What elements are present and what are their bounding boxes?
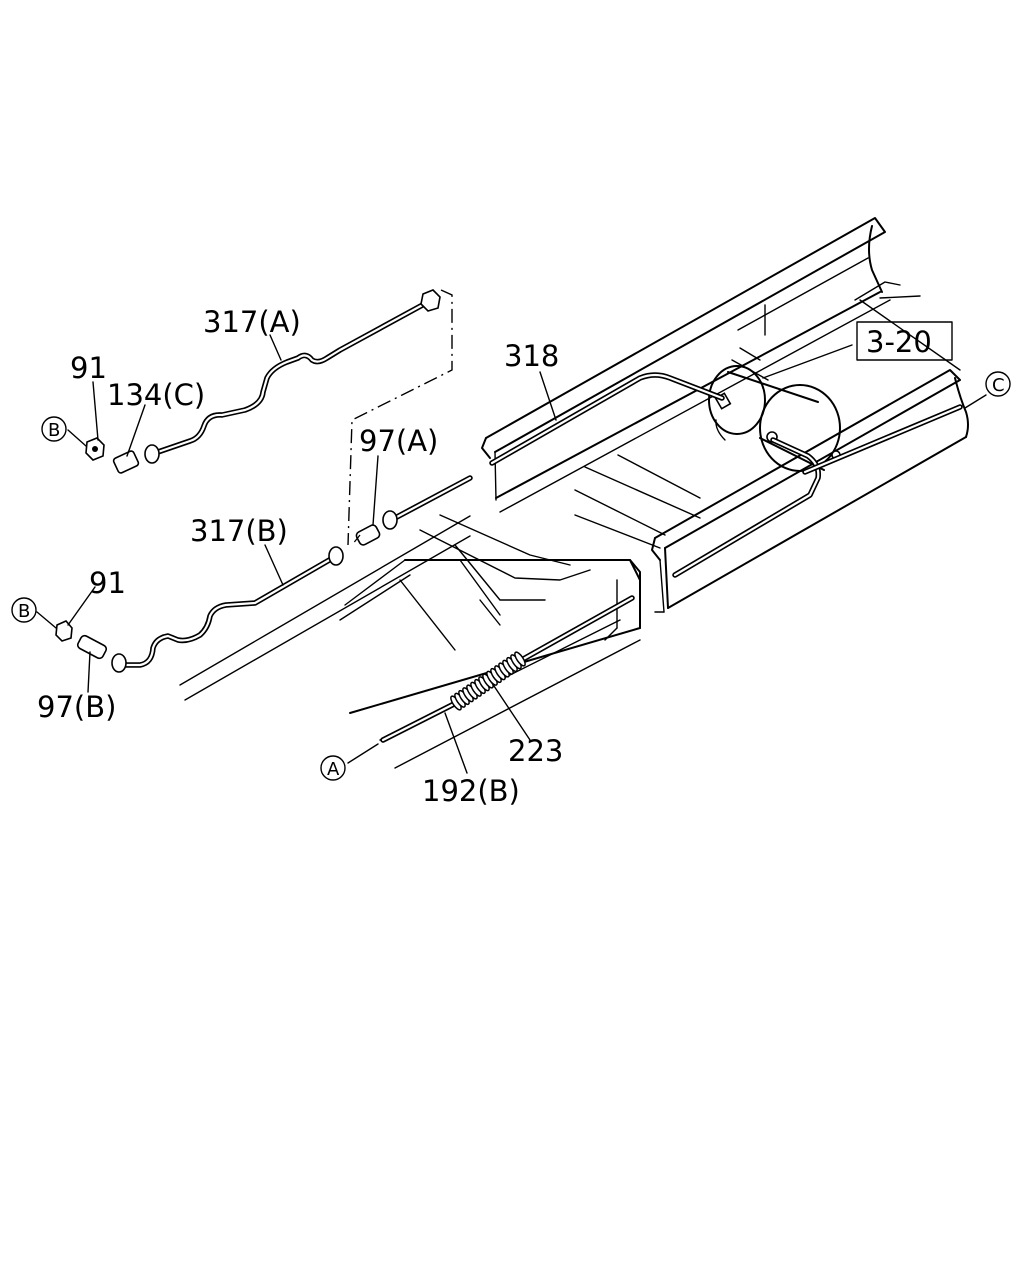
callout-3-20: 3-20 [866,325,932,359]
fittings [55,289,441,673]
frame-cross-member-and-hangers [574,281,961,549]
svg-text:B: B [48,420,60,441]
pipe-317a [152,299,431,456]
callout-318: 318 [504,339,559,373]
assembly-guide-lines [347,289,453,546]
spring-223 [450,651,526,711]
frame-front-section [179,514,641,769]
callout-97a: 97(A) [359,424,438,458]
callout-223: 223 [508,734,563,768]
frame-right-side-rail [481,217,891,513]
pipe-317b [119,552,341,668]
svg-text:C: C [992,375,1005,396]
connector-a: A [320,755,346,781]
callout-97b: 97(B) [37,690,116,724]
callout-3-20-box [856,321,953,361]
svg-text:A: A [327,759,340,780]
callout-192b: 192(B) [422,774,520,808]
callout-317a: 317(A) [203,305,301,339]
callout-134c: 134(C) [107,378,205,412]
pipe-to-connector-c [672,404,963,578]
cable-192b [380,595,635,743]
svg-text:B: B [18,601,30,622]
air-tank [708,365,841,472]
connector-b-top: B [41,416,67,442]
callout-91-bottom: 91 [89,566,126,600]
connector-c: C [985,371,1011,397]
callout-317b: 317(B) [190,514,288,548]
pipe-318 [392,372,725,521]
callout-91-top: 91 [70,351,107,385]
leader-lines [36,334,987,774]
connector-b-bottom: B [11,597,37,623]
